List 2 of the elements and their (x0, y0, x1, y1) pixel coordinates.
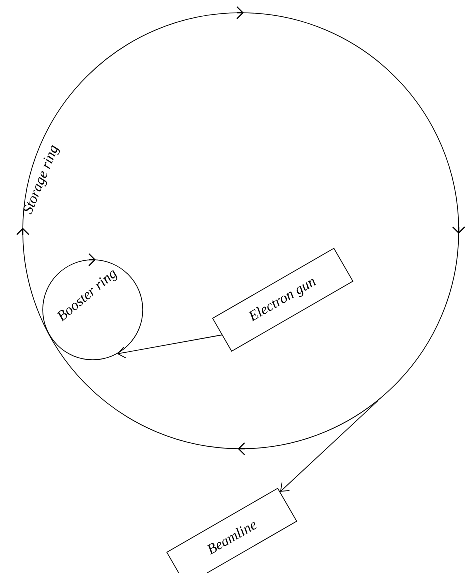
arrow (280, 400, 379, 492)
arrow (117, 334, 222, 359)
